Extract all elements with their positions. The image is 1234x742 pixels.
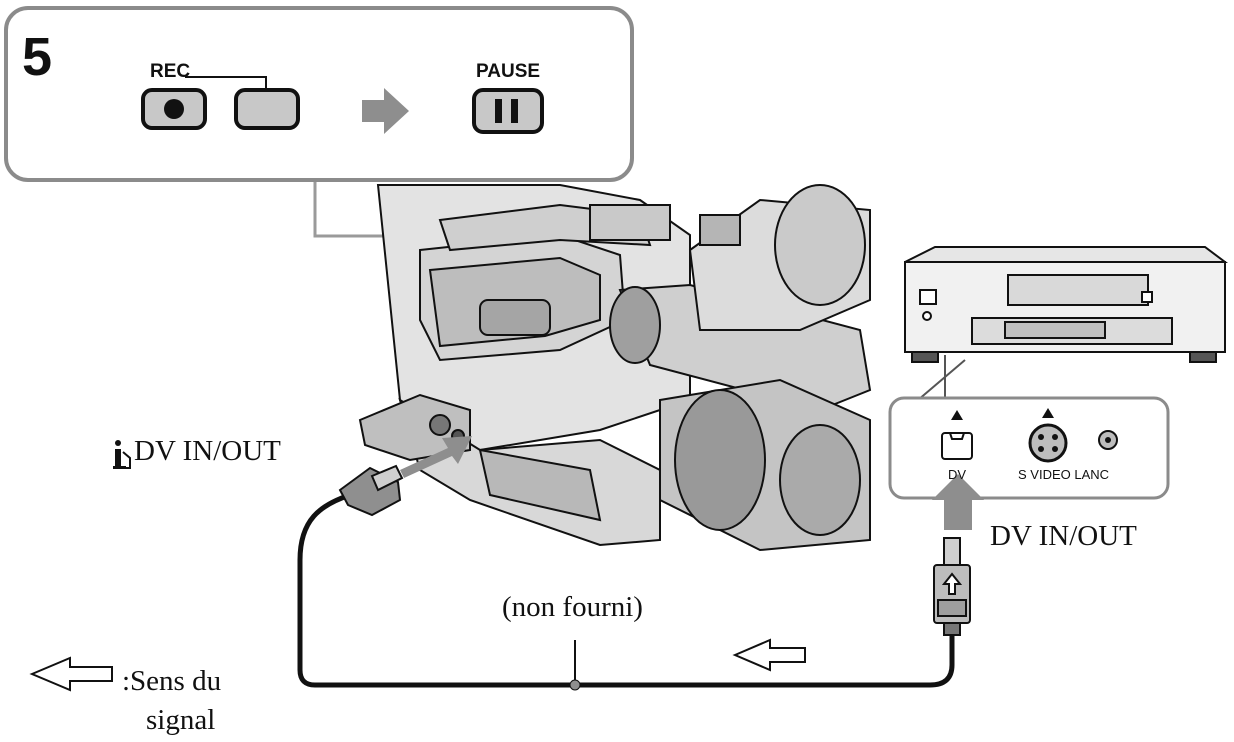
dv-cable: [297, 492, 955, 688]
camera-plug: [338, 464, 404, 517]
vcr-dv-label: DV: [948, 467, 967, 482]
camera-port-label: DV IN/OUT: [134, 435, 281, 467]
up-arrow-mark-icon: [941, 572, 963, 595]
pause-icon: [495, 99, 502, 123]
record-dot-icon: [164, 99, 184, 119]
arrow-to-camera-icon: [400, 436, 472, 478]
rec-button[interactable]: [141, 88, 207, 130]
dv-port-icon: [941, 432, 973, 460]
vcr-port-label: DV IN/OUT: [990, 520, 1137, 552]
vcr-illustration: [904, 246, 1228, 363]
legend-text-line1: :Sens du: [122, 665, 222, 697]
cable-note: (non fourni): [502, 591, 643, 623]
rec-secondary-button[interactable]: [234, 88, 300, 130]
vcr-rear-panel: [888, 396, 1170, 500]
camcorder-illustration: [358, 184, 872, 552]
s-video-port-icon: [1028, 423, 1068, 463]
step-number: 5: [22, 27, 53, 87]
step-panel: [4, 6, 634, 182]
vcr-plug: [933, 537, 971, 636]
pause-label: PAUSE: [476, 61, 541, 82]
rec-bracket: [185, 76, 267, 92]
i-link-icon: [113, 440, 131, 469]
rec-label: REC: [150, 61, 191, 82]
hollow-arrow-left-icon: [29, 656, 113, 692]
signal-arrow-icon: [732, 638, 806, 672]
arrow-right-icon: [362, 88, 409, 134]
arrow-up-icon: [932, 474, 984, 530]
pause-button[interactable]: [472, 88, 544, 134]
legend-text-line2: signal: [146, 704, 216, 736]
vcr-svideo-lanc-label: S VIDEO LANC: [1018, 467, 1110, 482]
